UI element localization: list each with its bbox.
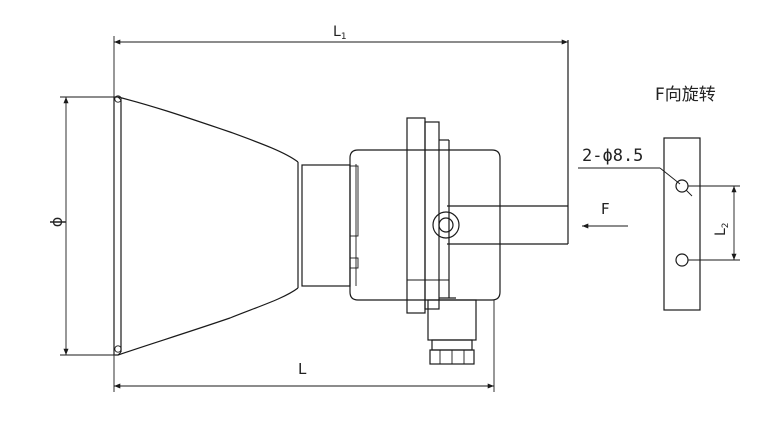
dimension-l1: L1 bbox=[113, 24, 568, 97]
enclosure-body bbox=[349, 149, 501, 301]
view-direction-label: F bbox=[601, 200, 610, 218]
dimension-l-label: L bbox=[298, 360, 307, 378]
mounting-bracket bbox=[432, 40, 569, 245]
horn-neck bbox=[297, 162, 351, 288]
dimension-l2-label: L2 bbox=[713, 222, 731, 236]
rotated-view-title: F向旋转 bbox=[655, 85, 716, 105]
view-direction-arrow: F bbox=[582, 200, 628, 229]
cable-gland bbox=[427, 299, 477, 365]
dimension-diameter-label: ϕ bbox=[47, 217, 66, 228]
mount-hole-lower bbox=[675, 253, 689, 267]
dimension-l1-label: L1 bbox=[333, 24, 347, 42]
hole-spec-label: 2-ϕ8.5 bbox=[582, 146, 643, 166]
horn-bell bbox=[113, 95, 299, 356]
rotated-view-f: F向旋转 2-ϕ8.5 L2 bbox=[578, 85, 740, 311]
flange-plates bbox=[406, 117, 456, 314]
dimension-l: L bbox=[113, 300, 495, 392]
dimension-diameter: ϕ bbox=[47, 96, 118, 356]
